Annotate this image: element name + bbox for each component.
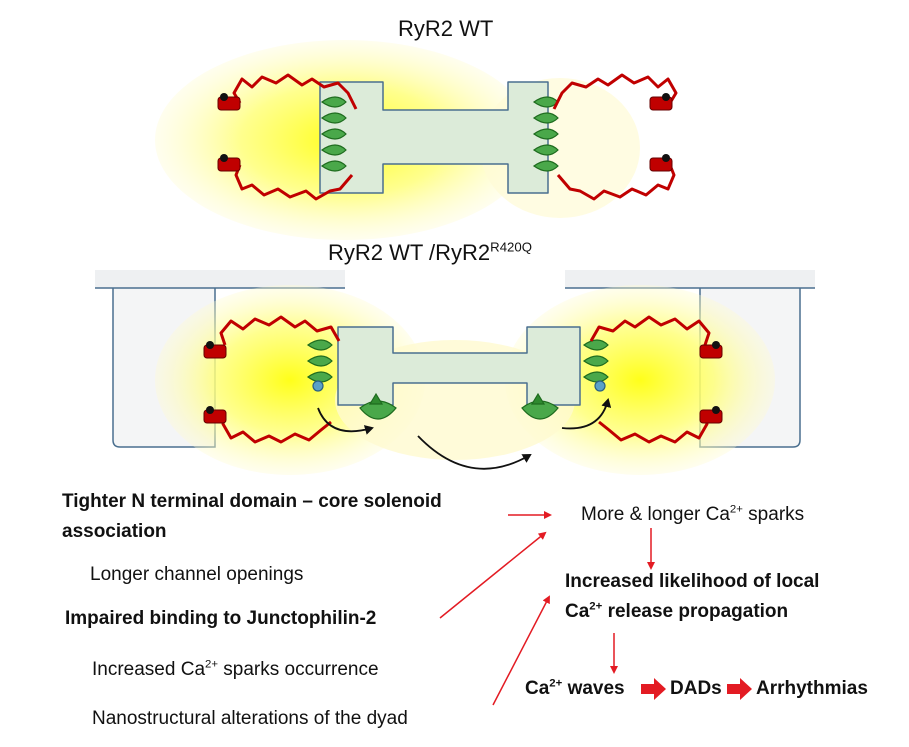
title-mutant-superscript: R420Q	[490, 239, 532, 255]
wt-red-chains	[232, 73, 678, 201]
label-ca-waves: Ca2+ waves	[525, 677, 625, 699]
membrane-band-left	[95, 270, 345, 288]
wt-channel-shape	[319, 81, 549, 194]
label-nanostructural: Nanostructural alterations of the dyad	[92, 708, 408, 729]
label-likelihood-line1: Increased likelihood of local	[565, 571, 820, 592]
wt-right-helix-stack	[532, 96, 559, 172]
label-increased-sparks-pre: Increased Ca	[92, 659, 206, 680]
block-arrow-dads-to-arrhythmias	[727, 678, 752, 700]
membrane-band-right	[565, 270, 815, 288]
red-arrows	[439, 511, 655, 706]
block-arrows	[641, 678, 752, 700]
mutant-dyad	[95, 270, 815, 475]
label-likelihood-line2: Ca2+ release propagation	[565, 600, 789, 622]
title-wt: RyR2 WT	[398, 16, 494, 41]
curved-arrow-right	[561, 398, 612, 430]
label-arrhythmias: Arrhythmias	[756, 678, 868, 699]
label-waves-post: waves	[562, 678, 625, 699]
label-more-sup: 2+	[729, 503, 743, 516]
label-more-longer-sparks: More & longer Ca2+ sparks	[581, 503, 805, 525]
wt-dyad	[155, 40, 678, 240]
detached-domain-icons	[359, 392, 559, 420]
mutant-right-helix-stack	[582, 339, 609, 392]
label-longer-openings: Longer channel openings	[90, 564, 304, 585]
mutant-red-chains	[219, 315, 711, 444]
arrow-impaired-to-sparks	[439, 531, 547, 619]
label-increased-sparks: Increased Ca2+ sparks occurrence	[92, 658, 379, 680]
label-dads: DADs	[670, 678, 722, 699]
label-impaired-binding: Impaired binding to Junctophilin-2	[65, 608, 377, 629]
arrow-nano-to-likelihood	[492, 595, 550, 706]
label-more-post: sparks	[742, 504, 805, 525]
mutant-domain-icons	[203, 341, 723, 424]
label-increased-sparks-sup: 2+	[205, 658, 219, 671]
label-more-pre: More & longer Ca	[581, 504, 730, 525]
title-mutant: RyR2 WT /RyR2R420Q	[328, 239, 532, 265]
label-likelihood-pre: Ca	[565, 601, 590, 622]
block-arrow-waves-to-dads	[641, 678, 666, 700]
curved-arrow-left	[317, 407, 374, 435]
mutant-left-helix-stack	[306, 339, 333, 392]
curved-arrow-center	[417, 435, 532, 470]
title-mutant-main: RyR2 WT /RyR2	[328, 240, 491, 265]
label-tighter-line1: Tighter N terminal domain – core solenoi…	[62, 491, 442, 512]
label-likelihood-sup: 2+	[589, 600, 603, 613]
label-waves-pre: Ca	[525, 678, 550, 699]
wt-left-helix-stack	[320, 96, 347, 172]
mutant-channel-shape	[337, 326, 581, 406]
label-increased-sparks-post: sparks occurrence	[218, 659, 379, 680]
label-tighter-line2: association	[62, 521, 167, 542]
wt-domain-icons	[217, 93, 673, 172]
label-likelihood-post: release propagation	[602, 601, 789, 622]
label-waves-sup: 2+	[549, 677, 563, 690]
